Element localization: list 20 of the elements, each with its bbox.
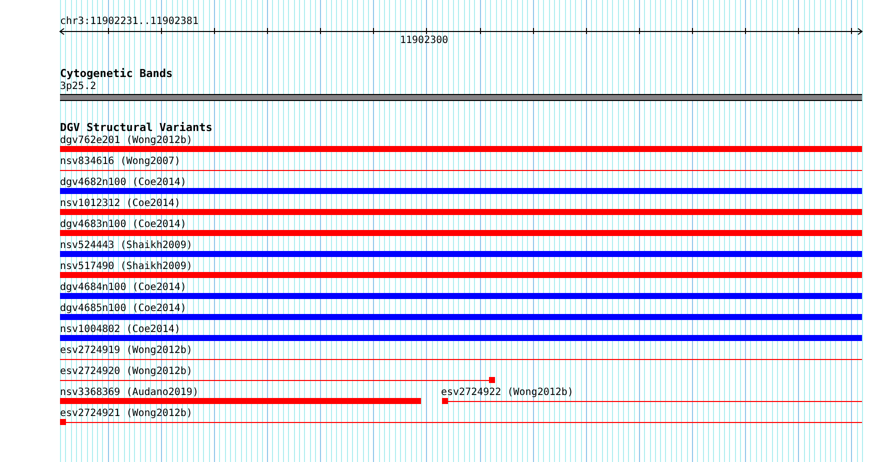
variant-label: nsv1004802 (Coe2014) (60, 324, 180, 335)
coordinate-label: 11902300 (400, 35, 448, 46)
variant-label: esv2724921 (Wong2012b) (60, 408, 192, 419)
variant-label: esv2724920 (Wong2012b) (60, 366, 192, 377)
locus-label: chr3:11902231..11902381 (60, 16, 198, 27)
variant-label: dgv4685n100 (Coe2014) (60, 303, 186, 314)
variant-label: dgv762e201 (Wong2012b) (60, 135, 192, 146)
variant-label: nsv524443 (Shaikh2009) (60, 240, 192, 251)
variant-label: nsv1012312 (Coe2014) (60, 198, 180, 209)
band-label: 3p25.2 (60, 81, 96, 92)
variant-label: esv2724919 (Wong2012b) (60, 345, 192, 356)
variant-label: nsv834616 (Wong2007) (60, 156, 180, 167)
track-title: DGV Structural Variants (60, 122, 212, 133)
variant-label: dgv4682n100 (Coe2014) (60, 177, 186, 188)
variant-label: nsv517490 (Shaikh2009) (60, 261, 192, 272)
variant-label: dgv4684n100 (Coe2014) (60, 282, 186, 293)
track-title: Cytogenetic Bands (60, 68, 173, 79)
variant-label: esv2724922 (Wong2012b) (441, 387, 574, 398)
variant-label: nsv3368369 (Audano2019) (60, 387, 198, 398)
variant-label: dgv4683n100 (Coe2014) (60, 219, 186, 230)
